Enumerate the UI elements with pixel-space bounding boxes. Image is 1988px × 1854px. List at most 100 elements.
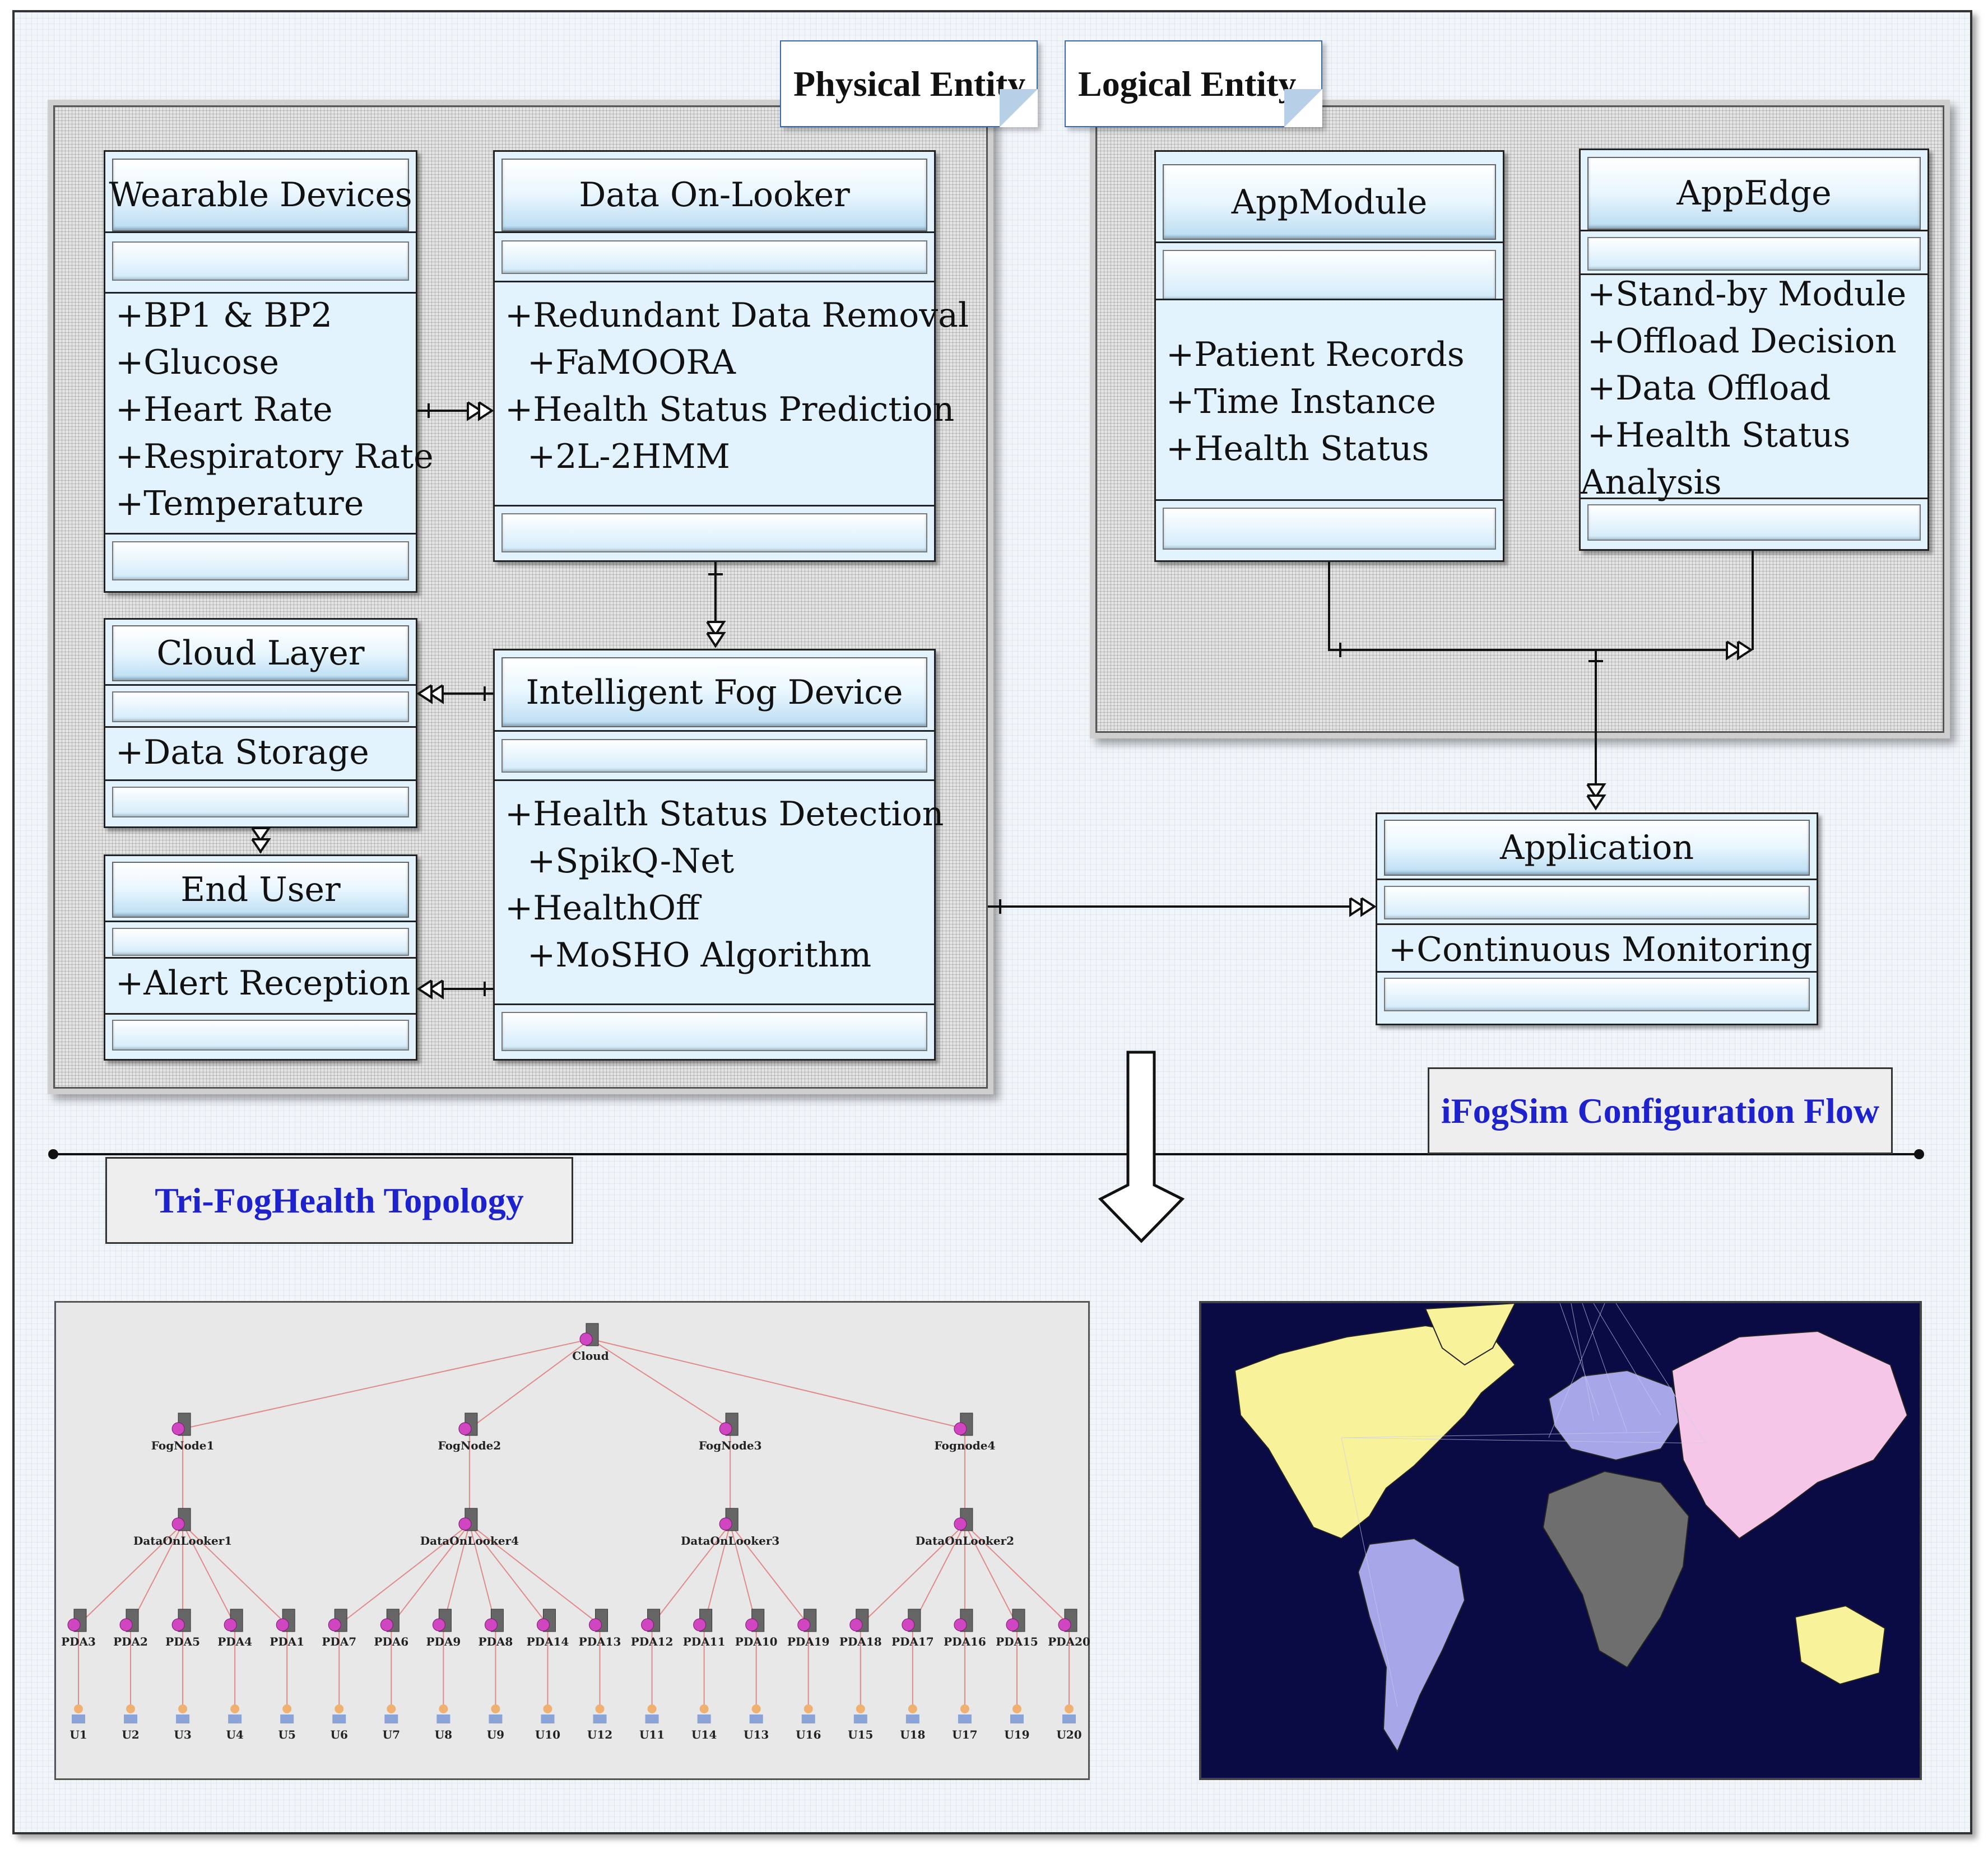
- north-america: [1234, 1325, 1516, 1540]
- fog-node: [719, 1412, 738, 1436]
- topology-edge: [338, 1523, 470, 1625]
- user-label: U16: [796, 1728, 821, 1741]
- world-map: [1234, 1303, 1908, 1753]
- pda-node: [954, 1609, 973, 1632]
- data-onlooker-attributes: +Redundant Data Removal +FaMOORA +Health…: [505, 292, 969, 480]
- africa: [1542, 1470, 1690, 1669]
- pda-label: PDA4: [217, 1635, 253, 1648]
- pda-node: [589, 1609, 609, 1632]
- user-label: U11: [639, 1728, 665, 1741]
- attribute: +Health Status: [1587, 416, 1851, 455]
- attribute: +Stand-by Module: [1587, 275, 1907, 314]
- user-node: [853, 1704, 867, 1723]
- fog-device-title: Intelligent Fog Device: [501, 657, 927, 727]
- attribute: +SpikQ-Net: [527, 842, 735, 881]
- user-node: [228, 1704, 242, 1723]
- attribute: +Patient Records: [1166, 335, 1465, 374]
- attribute: +Temperature: [115, 484, 364, 523]
- attribute: +Continuous Monitoring: [1388, 930, 1813, 969]
- user-node: [958, 1704, 972, 1723]
- pda-node: [171, 1609, 191, 1632]
- pda-node: [432, 1609, 452, 1632]
- pda-node: [641, 1609, 661, 1632]
- pda-node: [1006, 1609, 1025, 1632]
- attribute: +Alert Reception: [115, 964, 411, 1003]
- user-label: U6: [330, 1728, 348, 1741]
- topology-label: Tri-FogHealth Topology: [105, 1157, 573, 1244]
- topology-edge: [182, 1523, 287, 1625]
- topology-edge: [590, 1339, 965, 1429]
- attribute: +2L-2HMM: [527, 437, 730, 476]
- user-label: U20: [1056, 1728, 1082, 1741]
- user-node: [801, 1704, 815, 1723]
- pda-node: [276, 1609, 295, 1632]
- connector-appmodule-appedge: [1328, 562, 1729, 651]
- user-label: U18: [900, 1728, 926, 1741]
- pda-label: PDA3: [61, 1635, 96, 1648]
- topology-edge: [964, 1523, 1018, 1625]
- pda-node: [902, 1609, 921, 1632]
- pda-node: [797, 1609, 817, 1632]
- user-label: U7: [382, 1728, 400, 1741]
- application-attributes: +Continuous Monitoring: [1388, 926, 1813, 973]
- topology-edge: [703, 1523, 731, 1625]
- fog-label: FogNode3: [698, 1439, 762, 1452]
- application-class: Application +Continuous Monitoring: [1376, 812, 1818, 1025]
- end-user-class: End User +Alert Reception: [104, 854, 417, 1061]
- attribute: Analysis: [1581, 463, 1722, 502]
- fog-node: [171, 1412, 191, 1436]
- pda-node: [536, 1609, 556, 1632]
- cloud-layer-attributes: +Data Storage: [115, 729, 410, 776]
- attribute: +Data Storage: [115, 733, 369, 772]
- onlooker-label: DataOnLooker1: [133, 1534, 233, 1548]
- intelligent-fog-device-class: Intelligent Fog Device +Health Status De…: [493, 649, 944, 1061]
- onlooker-node: [458, 1508, 478, 1531]
- topology-edge: [443, 1523, 470, 1625]
- topology-edge: [651, 1523, 731, 1625]
- pda-label: PDA7: [322, 1635, 357, 1648]
- data-onlooker-class: Data On-Looker +Redundant Data Removal +…: [493, 150, 969, 562]
- pda-label: PDA18: [839, 1635, 882, 1648]
- user-node: [1010, 1704, 1024, 1723]
- user-node: [1062, 1704, 1076, 1723]
- user-node: [124, 1704, 138, 1723]
- user-node: [384, 1704, 398, 1723]
- pda-label: PDA16: [944, 1635, 986, 1648]
- pda-node: [693, 1609, 713, 1632]
- appmodule-class: AppModule +Patient Records +Time Instanc…: [1154, 150, 1504, 562]
- ifogsim-label: iFogSim Configuration Flow: [1428, 1067, 1893, 1154]
- pda-node: [224, 1609, 243, 1632]
- appmodule-title: AppModule: [1163, 164, 1496, 240]
- pda-label: PDA10: [735, 1635, 778, 1648]
- user-node: [593, 1704, 607, 1723]
- pda-label: PDA9: [426, 1635, 461, 1648]
- pda-label: PDA2: [113, 1635, 148, 1648]
- cloud-node: [579, 1323, 599, 1346]
- wearable-devices-title: Wearable Devices: [109, 159, 412, 231]
- user-label: U15: [848, 1728, 874, 1741]
- onlooker-label: DataOnLooker2: [915, 1534, 1015, 1548]
- attribute: +MoSHO Algorithm: [527, 936, 872, 975]
- wearable-devices-class: Wearable Devices +BP1 & BP2 +Glucose +He…: [104, 150, 434, 593]
- pda-node: [849, 1609, 869, 1632]
- topology-graph: [67, 1323, 1077, 1723]
- user-node: [176, 1704, 190, 1723]
- pda-label: PDA12: [630, 1635, 673, 1648]
- attribute: +FaMOORA: [527, 343, 736, 382]
- user-label: U10: [535, 1728, 561, 1741]
- pda-label: PDA14: [526, 1635, 569, 1648]
- flow-down-arrow: [1098, 1051, 1185, 1243]
- onlooker-node: [719, 1508, 738, 1531]
- pda-node: [1058, 1609, 1077, 1632]
- user-node: [332, 1704, 346, 1723]
- user-label: U19: [1004, 1728, 1030, 1741]
- pda-label: PDA20: [1048, 1635, 1090, 1648]
- user-node: [541, 1704, 555, 1723]
- attribute: +HealthOff: [505, 889, 700, 928]
- user-label: U2: [122, 1728, 140, 1741]
- onlooker-label: DataOnLooker3: [681, 1534, 780, 1548]
- topology-edge: [182, 1339, 591, 1429]
- user-label: U8: [434, 1728, 453, 1741]
- topology-edge: [130, 1523, 183, 1625]
